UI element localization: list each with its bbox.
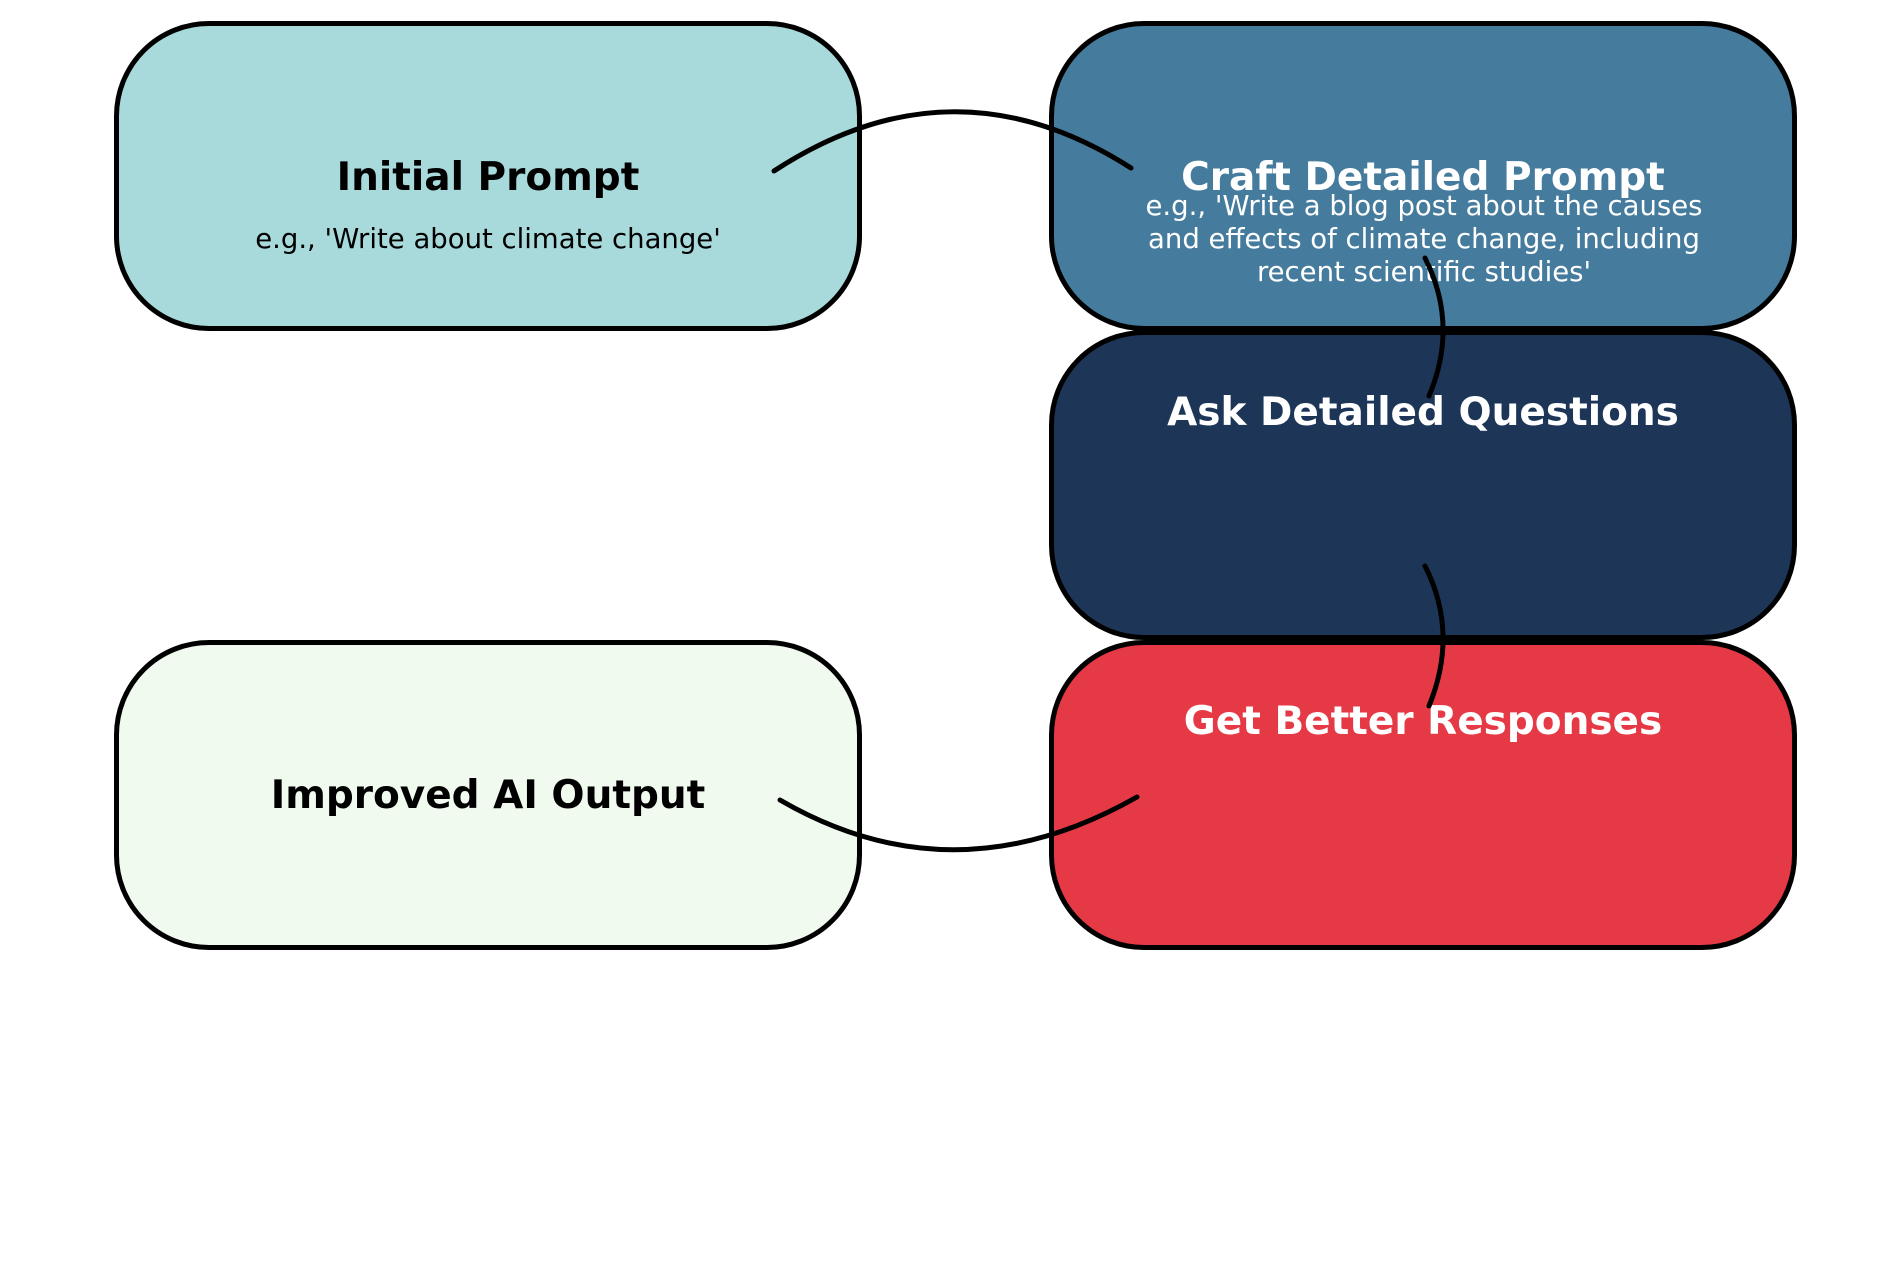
node-subtitle-initial-prompt: e.g., 'Write about climate change'	[255, 223, 721, 255]
node-initial-prompt: Initial Prompt e.g., 'Write about climat…	[114, 21, 862, 331]
subtitle-line: recent scientific studies'	[1256, 256, 1592, 288]
node-title-get-better-responses: Get Better Responses	[1183, 699, 1663, 744]
node-title-initial-prompt: Initial Prompt	[336, 155, 640, 200]
node-ask-detailed-questions: Ask Detailed Questions	[1049, 330, 1797, 640]
node-title-improved-ai-output: Improved AI Output	[270, 773, 706, 818]
node-subtitle-craft-detailed-prompt: e.g., 'Write a blog post about the cause…	[1104, 190, 1744, 289]
node-improved-ai-output: Improved AI Output	[114, 640, 862, 950]
node-craft-detailed-prompt: Craft Detailed Prompt e.g., 'Write a blo…	[1049, 21, 1797, 331]
node-title-craft-detailed-prompt: Craft Detailed Prompt	[1181, 155, 1665, 200]
subtitle-line: e.g., 'Write a blog post about the cause…	[1145, 190, 1703, 222]
node-title-ask-detailed-questions: Ask Detailed Questions	[1167, 390, 1679, 435]
node-get-better-responses: Get Better Responses	[1049, 640, 1797, 950]
subtitle-line: and effects of climate change, including	[1148, 223, 1700, 255]
